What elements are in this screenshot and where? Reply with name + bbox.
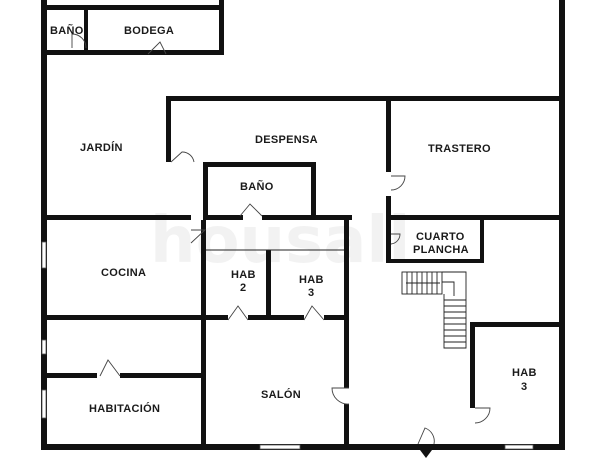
door-hab3a xyxy=(303,305,325,321)
wall-despensa-trastero-b xyxy=(386,196,391,262)
outer-wall-left xyxy=(41,0,47,450)
wall-despensa-left xyxy=(166,96,171,162)
outer-wall-right xyxy=(559,0,565,450)
outer-wall-bottom xyxy=(41,444,565,450)
label-hab3a-1: HAB xyxy=(299,274,324,286)
window-salon xyxy=(259,444,301,450)
door-hab3b xyxy=(474,407,491,424)
wall-mid-b xyxy=(262,215,352,220)
label-cuarto-plancha-1: CUARTO xyxy=(416,231,465,243)
label-bano-top: BAÑO xyxy=(50,24,84,37)
window-pasillo xyxy=(41,339,47,355)
label-hab2-1: HAB xyxy=(231,269,256,281)
wall-hab2-bottom-a xyxy=(206,315,228,320)
wall-despensa-trastero-a xyxy=(386,96,391,172)
windows xyxy=(41,241,534,450)
label-salon: SALÓN xyxy=(261,388,301,401)
wall-salon-right-b xyxy=(344,404,349,450)
label-cocina: COCINA xyxy=(101,267,146,279)
wall-bano-top xyxy=(203,162,315,167)
wall-mid-a xyxy=(203,215,243,220)
label-cuarto-plancha-2: PLANCHA xyxy=(413,244,469,256)
wall-despensa-top xyxy=(166,96,559,101)
wall-plancha-right xyxy=(480,215,484,263)
label-bodega: BODEGA xyxy=(124,25,174,37)
wall-habitacion-top-a xyxy=(41,373,97,378)
label-hab3b-2: 3 xyxy=(521,381,527,393)
wall-plancha-bottom xyxy=(386,259,484,263)
entrance-arrow-icon xyxy=(420,450,432,458)
wall-hab3b-left xyxy=(470,322,475,408)
wall-trastero-bottom xyxy=(391,215,559,220)
label-bano-mid: BAÑO xyxy=(240,180,274,193)
door-cocina xyxy=(190,229,207,244)
wall-hab-bottom-b xyxy=(248,315,304,320)
door-entrance xyxy=(417,427,435,445)
door-hab2 xyxy=(227,305,249,321)
door-habitacion xyxy=(99,359,121,377)
label-hab3b-1: HAB xyxy=(512,367,537,379)
wall-hab3-right-a xyxy=(344,220,349,388)
wall-bano-bodega xyxy=(84,5,88,55)
door-plancha xyxy=(390,233,401,245)
label-trastero: TRASTERO xyxy=(428,143,491,155)
room-labels: BAÑO BODEGA JARDÍN DESPENSA TRASTERO BAÑ… xyxy=(50,24,537,415)
label-despensa: DESPENSA xyxy=(255,134,318,146)
wall-cocina-bottom xyxy=(41,315,206,320)
wall-jardin-bottom xyxy=(41,215,191,220)
wall-bodega-top xyxy=(41,5,223,10)
door-bano-top xyxy=(71,33,87,49)
wall-habitacion-top-b xyxy=(120,373,206,378)
wall-hab3b-top xyxy=(470,322,565,327)
stairs-icon xyxy=(401,271,467,349)
door-bano-mid xyxy=(239,203,263,217)
wall-bano-left xyxy=(203,162,208,219)
door-salon xyxy=(331,387,350,405)
window-cocina xyxy=(41,241,47,269)
wall-hab3-bottom-c xyxy=(324,315,349,320)
door-trastero xyxy=(390,175,406,191)
wall-cocina-right xyxy=(201,220,206,450)
window-hab3b xyxy=(504,444,534,450)
label-habitacion: HABITACIÓN xyxy=(89,402,160,415)
label-hab3a-2: 3 xyxy=(308,287,314,299)
wall-bano-right xyxy=(311,162,316,219)
window-habitacion xyxy=(41,389,47,419)
walls xyxy=(41,0,565,450)
wall-bodega-right xyxy=(219,0,224,55)
wall-hab2-hab3 xyxy=(266,250,271,320)
label-jardin: JARDÍN xyxy=(80,141,123,154)
door-despensa xyxy=(170,151,195,163)
label-hab2-2: 2 xyxy=(240,282,246,294)
doors xyxy=(71,33,491,458)
wall-bodega-bottom xyxy=(41,50,224,55)
door-bodega xyxy=(147,41,167,55)
